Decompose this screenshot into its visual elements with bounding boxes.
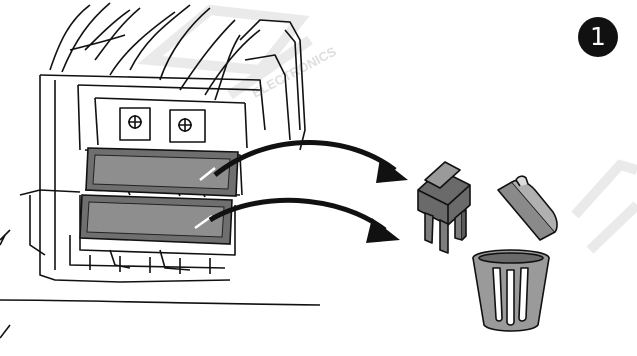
fuse-lower (80, 195, 232, 244)
removed-fuse-icon (418, 162, 470, 253)
arrow-upper (215, 143, 408, 184)
arrow-lower (210, 200, 400, 243)
trash-bin-icon (473, 176, 557, 331)
step-number-badge: 1 (578, 17, 618, 57)
